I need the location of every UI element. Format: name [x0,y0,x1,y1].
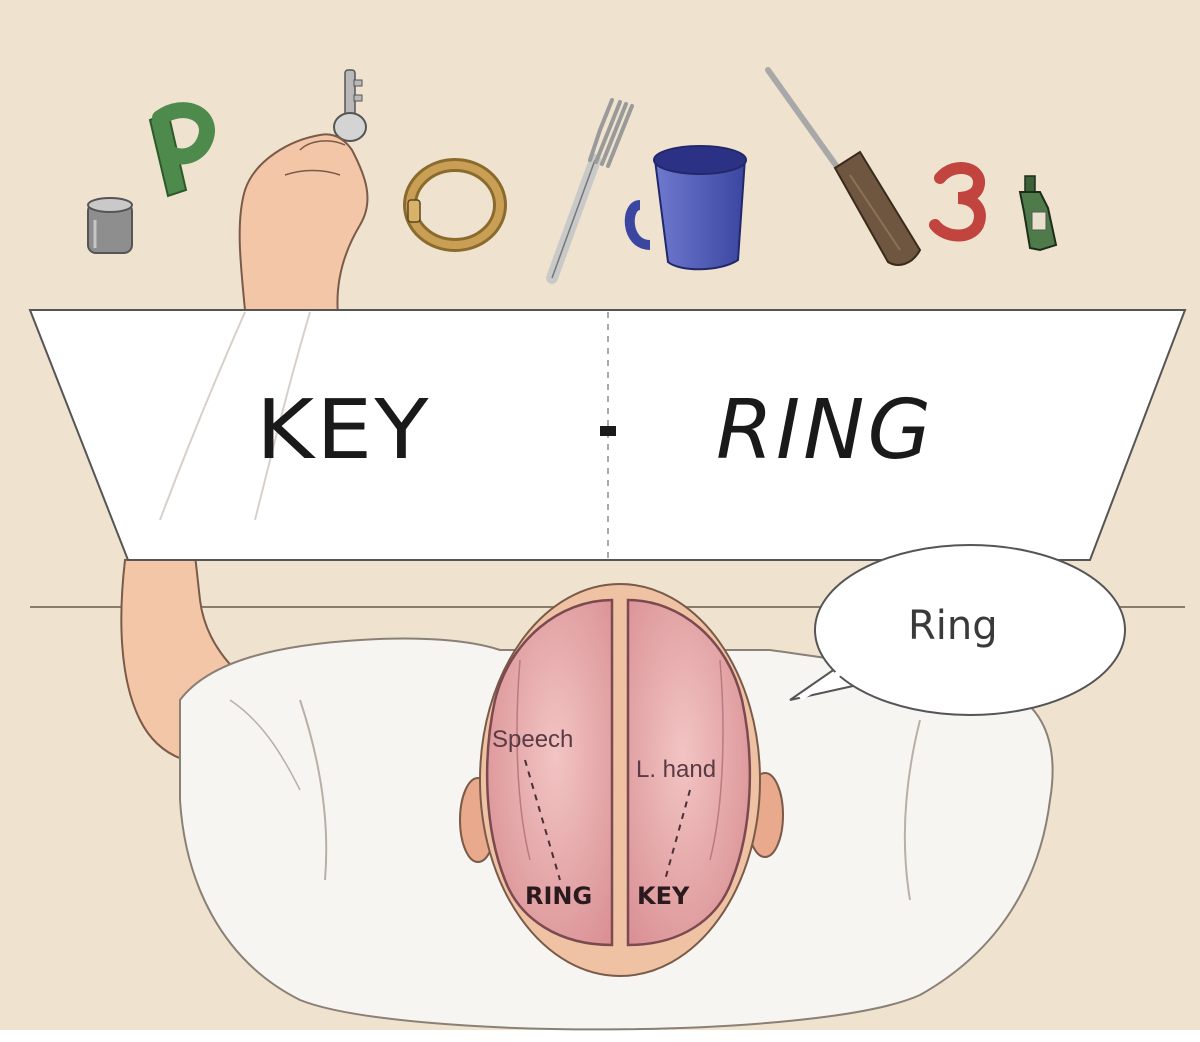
fixation-dot [600,426,616,436]
speech-bubble-text: Ring [908,606,998,646]
left-hemisphere-word: RING [525,884,592,908]
screen-word-right: RING [716,390,934,472]
screen-word-left: KEY [256,390,431,472]
cup-icon [88,198,132,253]
bottom-frame [0,1030,1200,1042]
right-hemisphere-word: KEY [637,884,689,908]
left-hand-region-label: L. hand [636,758,716,782]
speech-region-label: Speech [492,728,573,752]
